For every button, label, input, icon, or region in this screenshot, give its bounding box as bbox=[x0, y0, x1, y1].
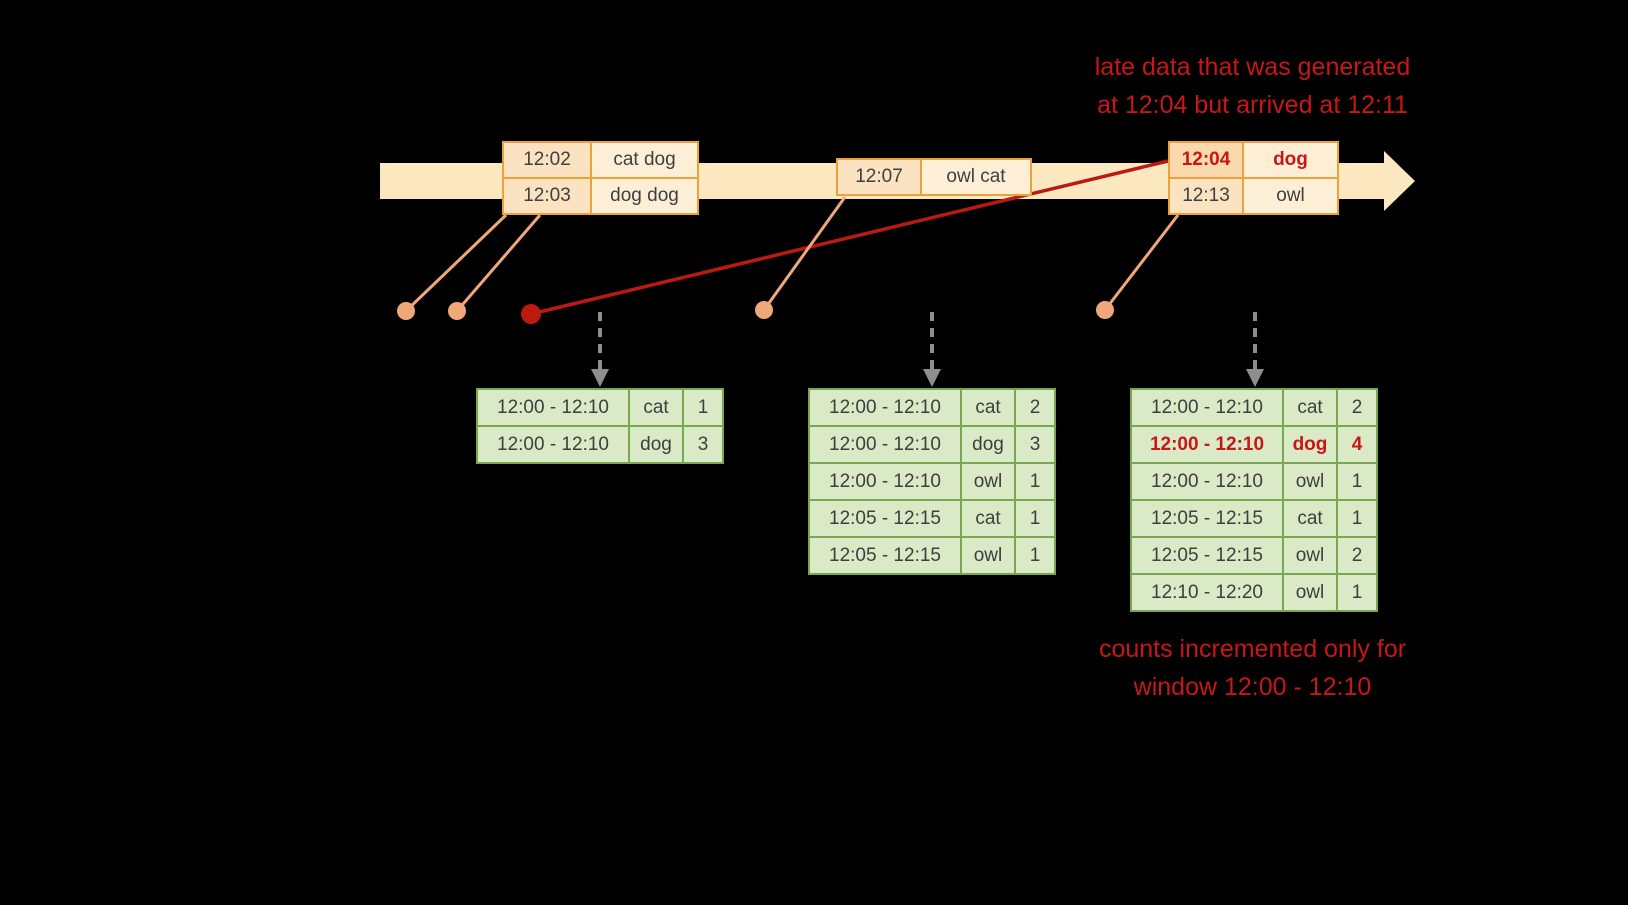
result-table-2: 12:00 - 12:10 cat 2 12:00 - 12:10 dog 3 … bbox=[808, 388, 1056, 575]
result-word: cat bbox=[630, 390, 682, 425]
result-count: 3 bbox=[1016, 427, 1054, 462]
result-word-updated: dog bbox=[1284, 427, 1336, 462]
event-connector-line-4 bbox=[1103, 214, 1180, 311]
result-count: 1 bbox=[1016, 464, 1054, 499]
late-event-dot bbox=[521, 304, 541, 324]
event-connector-line-3 bbox=[762, 196, 847, 311]
event-time: 12:02 bbox=[504, 143, 590, 177]
result-table-3: 12:00 - 12:10 cat 2 12:00 - 12:10 dog 4 … bbox=[1130, 388, 1378, 612]
result-window: 12:05 - 12:15 bbox=[1132, 501, 1282, 536]
result-word: owl bbox=[1284, 538, 1336, 573]
result-count: 1 bbox=[1016, 538, 1054, 573]
trigger-arrow-2 bbox=[923, 312, 941, 387]
trigger-arrow-2-head-icon bbox=[923, 369, 941, 387]
result-window: 12:00 - 12:10 bbox=[478, 390, 628, 425]
late-data-annotation: late data that was generated at 12:04 bu… bbox=[1000, 48, 1505, 124]
event-dot-2 bbox=[448, 302, 466, 320]
event-connector-line-1 bbox=[404, 213, 508, 313]
result-word: dog bbox=[962, 427, 1014, 462]
event-time: 12:03 bbox=[504, 179, 590, 213]
result-count: 1 bbox=[1338, 501, 1376, 536]
result-word: cat bbox=[1284, 390, 1336, 425]
event-connector-line-2 bbox=[455, 214, 542, 312]
result-word: owl bbox=[962, 538, 1014, 573]
counts-annotation-line1: counts incremented only for bbox=[1098, 635, 1407, 663]
result-count: 1 bbox=[684, 390, 722, 425]
result-count: 3 bbox=[684, 427, 722, 462]
result-count: 1 bbox=[1016, 501, 1054, 536]
result-count-updated: 4 bbox=[1338, 427, 1376, 462]
result-word: owl bbox=[962, 464, 1014, 499]
event-box-3: 12:04 dog 12:13 owl bbox=[1168, 141, 1339, 215]
result-window: 12:00 - 12:10 bbox=[810, 427, 960, 462]
trigger-arrow-1 bbox=[591, 312, 609, 387]
counts-incremented-annotation: counts incremented only for window 12:00… bbox=[1000, 630, 1505, 706]
result-window: 12:00 - 12:10 bbox=[478, 427, 628, 462]
result-count: 2 bbox=[1016, 390, 1054, 425]
counts-annotation-line2: window 12:00 - 12:10 bbox=[1133, 673, 1372, 701]
event-words: cat dog bbox=[592, 143, 697, 177]
result-window: 12:10 - 12:20 bbox=[1132, 575, 1282, 610]
result-word: owl bbox=[1284, 464, 1336, 499]
late-event-time: 12:04 bbox=[1170, 143, 1242, 177]
result-word: cat bbox=[962, 501, 1014, 536]
late-data-annotation-line2: at 12:04 but arrived at 12:11 bbox=[1097, 91, 1408, 119]
timeline-arrowhead-icon bbox=[1384, 151, 1415, 211]
late-data-annotation-line1: late data that was generated bbox=[1094, 53, 1411, 81]
result-word: cat bbox=[962, 390, 1014, 425]
event-time: 12:07 bbox=[838, 160, 920, 194]
result-count: 1 bbox=[1338, 464, 1376, 499]
result-window: 12:00 - 12:10 bbox=[810, 390, 960, 425]
trigger-arrow-3 bbox=[1246, 312, 1264, 387]
result-window: 12:00 - 12:10 bbox=[1132, 464, 1282, 499]
result-word: dog bbox=[630, 427, 682, 462]
result-count: 1 bbox=[1338, 575, 1376, 610]
result-window: 12:05 - 12:15 bbox=[810, 538, 960, 573]
result-window-updated: 12:00 - 12:10 bbox=[1132, 427, 1282, 462]
event-dot-1 bbox=[397, 302, 415, 320]
late-event-words: dog bbox=[1244, 143, 1337, 177]
event-words: dog dog bbox=[592, 179, 697, 213]
result-word: owl bbox=[1284, 575, 1336, 610]
result-table-1: 12:00 - 12:10 cat 1 12:00 - 12:10 dog 3 bbox=[476, 388, 724, 464]
trigger-arrow-3-head-icon bbox=[1246, 369, 1264, 387]
event-dot-3 bbox=[755, 301, 773, 319]
trigger-arrow-1-head-icon bbox=[591, 369, 609, 387]
result-window: 12:00 - 12:10 bbox=[1132, 390, 1282, 425]
result-count: 2 bbox=[1338, 538, 1376, 573]
event-words: owl cat bbox=[922, 160, 1030, 194]
event-words: owl bbox=[1244, 179, 1337, 213]
result-count: 2 bbox=[1338, 390, 1376, 425]
event-box-1: 12:02 cat dog 12:03 dog dog bbox=[502, 141, 699, 215]
result-window: 12:05 - 12:15 bbox=[810, 501, 960, 536]
event-dot-4 bbox=[1096, 301, 1114, 319]
result-window: 12:05 - 12:15 bbox=[1132, 538, 1282, 573]
event-time: 12:13 bbox=[1170, 179, 1242, 213]
result-word: cat bbox=[1284, 501, 1336, 536]
event-box-2: 12:07 owl cat bbox=[836, 158, 1032, 196]
result-window: 12:00 - 12:10 bbox=[810, 464, 960, 499]
